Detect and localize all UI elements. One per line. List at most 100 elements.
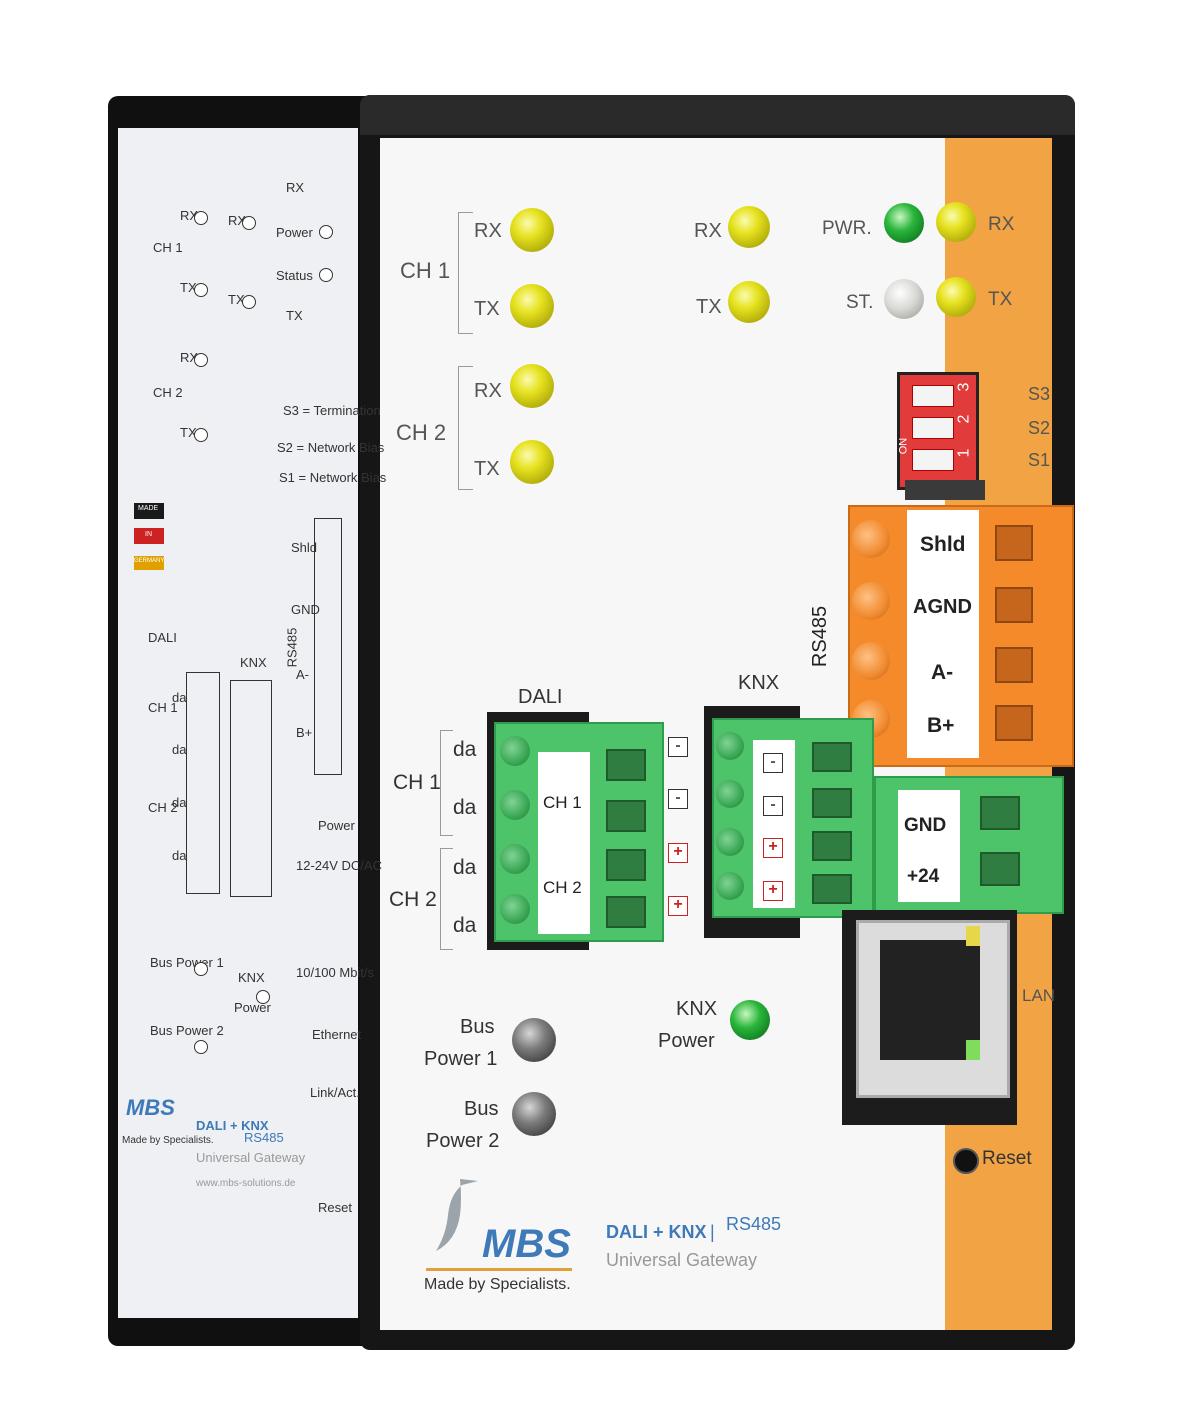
dali-screw[interactable] (500, 790, 530, 820)
reset-button[interactable] (953, 1148, 979, 1174)
reset-label: Reset (982, 1148, 1032, 1169)
side-reset-label: Reset (318, 1200, 352, 1215)
bus-power-2-led (512, 1092, 556, 1136)
dip-on-label: ON (897, 437, 910, 455)
dali-screw[interactable] (500, 736, 530, 766)
ethernet-speed-led (966, 926, 980, 946)
side-ethernet-label: Ethernet (312, 1027, 362, 1042)
side-tx-label: TX (180, 280, 197, 295)
dip-switch-3[interactable] (912, 385, 954, 407)
dali-ch2-card-label: CH 2 (543, 878, 582, 897)
s1-label: S1 (1028, 450, 1051, 470)
knx-screw[interactable] (716, 780, 744, 808)
lan-tx-label: TX (988, 289, 1013, 310)
side-power-label: Power (276, 225, 313, 240)
dali-wire-slot[interactable] (606, 896, 646, 928)
ch1-led-label: CH 1 (400, 258, 451, 283)
bird-logo-icon (430, 1175, 480, 1255)
side-speed-label: 10/100 Mbit/s (296, 965, 375, 980)
knx-power-led (730, 1000, 770, 1040)
product-name-rs485: RS485 (726, 1214, 782, 1234)
bus-power-1-led (512, 1018, 556, 1062)
rs485-wire-slot[interactable] (995, 705, 1033, 741)
side-tx-label: TX (180, 425, 197, 440)
knx-minus-symbol: - (763, 796, 783, 816)
knx-wire-slot[interactable] (812, 788, 852, 818)
knx-wire-slot[interactable] (812, 742, 852, 772)
side-led-icon (256, 990, 270, 1004)
rs485-screw-shld[interactable] (852, 520, 890, 558)
dip-num-1: 1 (955, 448, 973, 458)
ethernet-port-opening (880, 940, 980, 1060)
side-a-label: A- (296, 667, 309, 682)
dali-ch2-bracket (440, 848, 453, 950)
side-dali-connector-outline (186, 672, 220, 894)
knx-power-label-line2: Power (658, 1030, 715, 1052)
dali-da-label: da (453, 856, 477, 879)
side-voltage-label: 12-24V DC/AC (296, 858, 382, 873)
dali-ch1-bracket (440, 730, 453, 836)
knx-wire-slot[interactable] (812, 831, 852, 861)
rs485-a-label: A- (931, 661, 954, 684)
side-ch1-label: CH 1 (148, 700, 178, 715)
side-da-label: da (172, 795, 187, 810)
side-s3-legend: S3 = Termination (283, 403, 381, 418)
side-rs485-label: RS485 (284, 627, 300, 668)
side-da-label: da (172, 848, 187, 863)
product-name-dali-knx: DALI + KNX (606, 1222, 707, 1242)
power-wire-slot[interactable] (980, 796, 1020, 830)
dali-wire-slot[interactable] (606, 749, 646, 781)
brand-tagline: Made by Specialists. (424, 1276, 571, 1293)
side-dali-label: DALI (148, 630, 177, 645)
ch1-tx-label: TX (474, 298, 500, 320)
rs485-wire-slot[interactable] (995, 525, 1033, 561)
side-led-icon (242, 216, 256, 230)
ch2-tx-label: TX (474, 458, 500, 480)
rs485-screw-agnd[interactable] (852, 582, 890, 620)
side-knx-connector-outline (230, 680, 272, 897)
dip-switch-2[interactable] (912, 417, 954, 439)
rs485-screw-a[interactable] (852, 642, 890, 680)
dip-switch-1[interactable] (912, 449, 954, 471)
pwr-led (884, 203, 924, 243)
product-subtitle: Universal Gateway (606, 1250, 758, 1270)
dali-screw[interactable] (500, 894, 530, 924)
power-label-card (898, 790, 960, 902)
dali-minus-symbol: - (668, 737, 688, 757)
power-wire-slot[interactable] (980, 852, 1020, 886)
knx-power-label-line1: KNX (676, 998, 718, 1020)
knx-screw[interactable] (716, 872, 744, 900)
dali-wire-slot[interactable] (606, 849, 646, 881)
badge-in: IN (145, 531, 152, 538)
ch2-tx-led (510, 440, 554, 484)
dali-label: DALI (518, 686, 563, 708)
rs485-wire-slot[interactable] (995, 587, 1033, 623)
knx-screw[interactable] (716, 828, 744, 856)
side-led-icon (194, 283, 208, 297)
knx-wire-slot[interactable] (812, 874, 852, 904)
status-led (884, 279, 924, 319)
knx-screw[interactable] (716, 732, 744, 760)
side-b-label: B+ (296, 725, 313, 740)
power-gnd-label: GND (904, 815, 947, 836)
dali-wire-slot[interactable] (606, 800, 646, 832)
dali-screw[interactable] (500, 844, 530, 874)
rs485-label-card (907, 510, 979, 758)
rs485-rx-label: RX (694, 220, 722, 242)
pwr-label: PWR. (822, 218, 872, 239)
ch1-tx-led (510, 284, 554, 328)
rs485-wire-slot[interactable] (995, 647, 1033, 683)
bus-power-1-label-line2: Power 1 (424, 1048, 498, 1070)
dip-num-3: 3 (955, 382, 973, 392)
knx-minus-symbol: - (763, 753, 783, 773)
ch1-rx-led (510, 208, 554, 252)
ch2-rx-label: RX (474, 380, 502, 402)
lan-label: LAN (1022, 986, 1056, 1005)
brand-underline (426, 1268, 572, 1271)
side-knx-label: KNX (240, 655, 267, 670)
dali-da-label: da (453, 738, 477, 761)
side-link-label: Link/Act. (310, 1085, 360, 1100)
side-led-icon (194, 353, 208, 367)
dip-switch[interactable] (897, 372, 979, 490)
side-tx-label: TX (228, 292, 245, 307)
